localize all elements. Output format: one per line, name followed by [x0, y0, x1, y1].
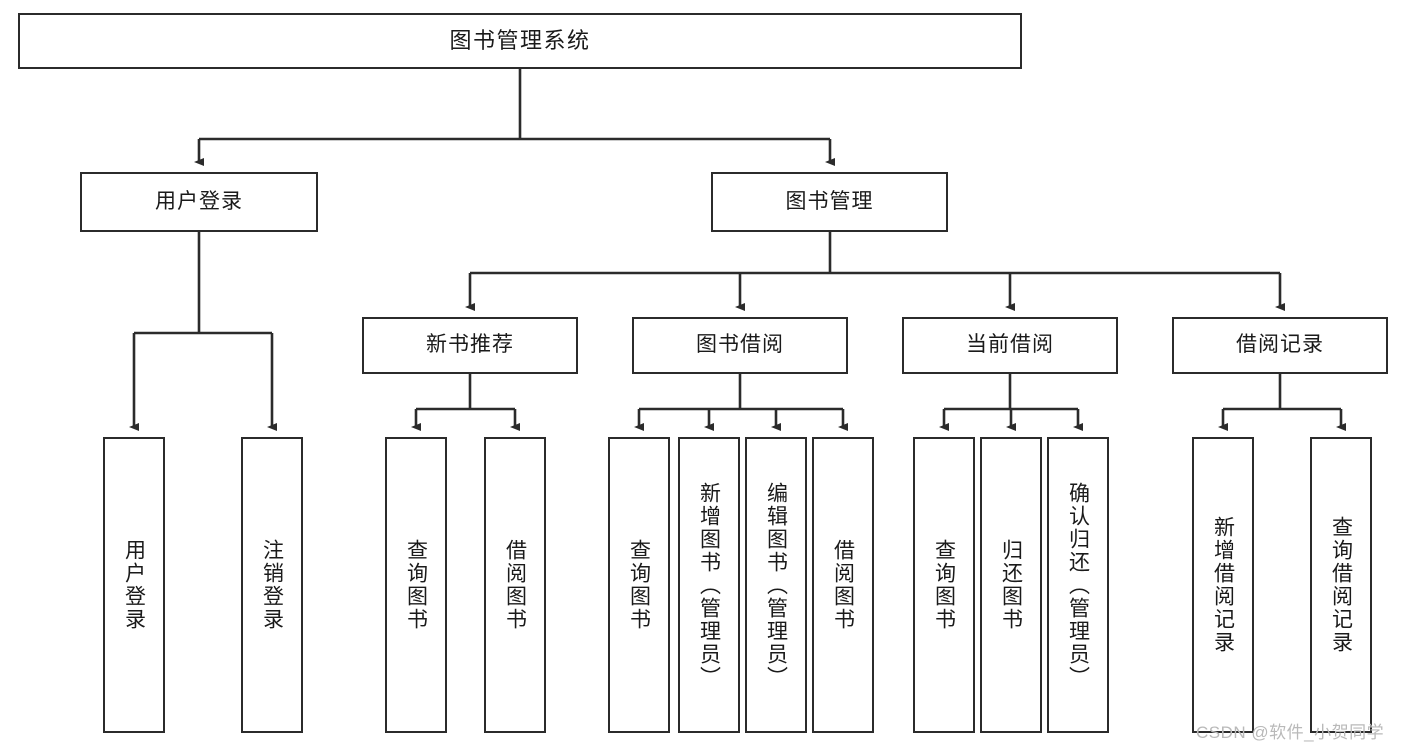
- node-label: 查询图书: [932, 539, 956, 631]
- node-leaf-query-record[interactable]: 查询借阅记录: [1310, 437, 1372, 733]
- node-label: 新增图书（管理员）: [697, 481, 721, 689]
- node-book-manage[interactable]: 图书管理: [711, 172, 948, 232]
- node-label: 用户登录: [155, 189, 243, 213]
- node-current-borrow[interactable]: 当前借阅: [902, 317, 1118, 374]
- node-new-book-recommend[interactable]: 新书推荐: [362, 317, 578, 374]
- node-label: 用户登录: [122, 539, 146, 631]
- node-label: 当前借阅: [966, 333, 1054, 357]
- node-label: 图书管理: [785, 189, 874, 213]
- node-leaf-query-book-borrow[interactable]: 查询图书: [608, 437, 670, 733]
- node-label: 新增借阅记录: [1211, 516, 1235, 654]
- node-label: 编辑图书（管理员）: [764, 481, 788, 689]
- node-label: 归还图书: [999, 539, 1023, 631]
- node-leaf-borrow-book[interactable]: 借阅图书: [812, 437, 874, 733]
- node-leaf-edit-book[interactable]: 编辑图书（管理员）: [745, 437, 807, 733]
- node-label: 注销登录: [260, 539, 284, 631]
- node-borrow-record[interactable]: 借阅记录: [1172, 317, 1388, 374]
- node-leaf-add-book[interactable]: 新增图书（管理员）: [678, 437, 740, 733]
- node-leaf-logout[interactable]: 注销登录: [241, 437, 303, 733]
- node-leaf-query-book-current[interactable]: 查询图书: [913, 437, 975, 733]
- node-label: 借阅记录: [1236, 333, 1324, 357]
- node-user-login[interactable]: 用户登录: [80, 172, 318, 232]
- node-label: 查询图书: [404, 539, 428, 631]
- node-root-system[interactable]: 图书管理系统: [18, 13, 1022, 69]
- node-leaf-borrow-book-new[interactable]: 借阅图书: [484, 437, 546, 733]
- node-label: 新书推荐: [426, 333, 514, 357]
- node-label: 查询借阅记录: [1329, 516, 1353, 654]
- node-leaf-return-book[interactable]: 归还图书: [980, 437, 1042, 733]
- node-label: 借阅图书: [503, 539, 527, 631]
- node-label: 图书管理系统: [449, 28, 591, 54]
- node-book-borrow[interactable]: 图书借阅: [632, 317, 848, 374]
- node-label: 借阅图书: [831, 539, 855, 631]
- node-label: 查询图书: [627, 539, 651, 631]
- node-leaf-add-record[interactable]: 新增借阅记录: [1192, 437, 1254, 733]
- node-label: 图书借阅: [696, 333, 784, 357]
- node-label: 确认归还（管理员）: [1066, 481, 1090, 689]
- node-leaf-user-login[interactable]: 用户登录: [103, 437, 165, 733]
- node-leaf-query-book-new[interactable]: 查询图书: [385, 437, 447, 733]
- node-leaf-confirm-return[interactable]: 确认归还（管理员）: [1047, 437, 1109, 733]
- csdn-watermark: CSDN @软件_小贺同学: [1196, 723, 1385, 742]
